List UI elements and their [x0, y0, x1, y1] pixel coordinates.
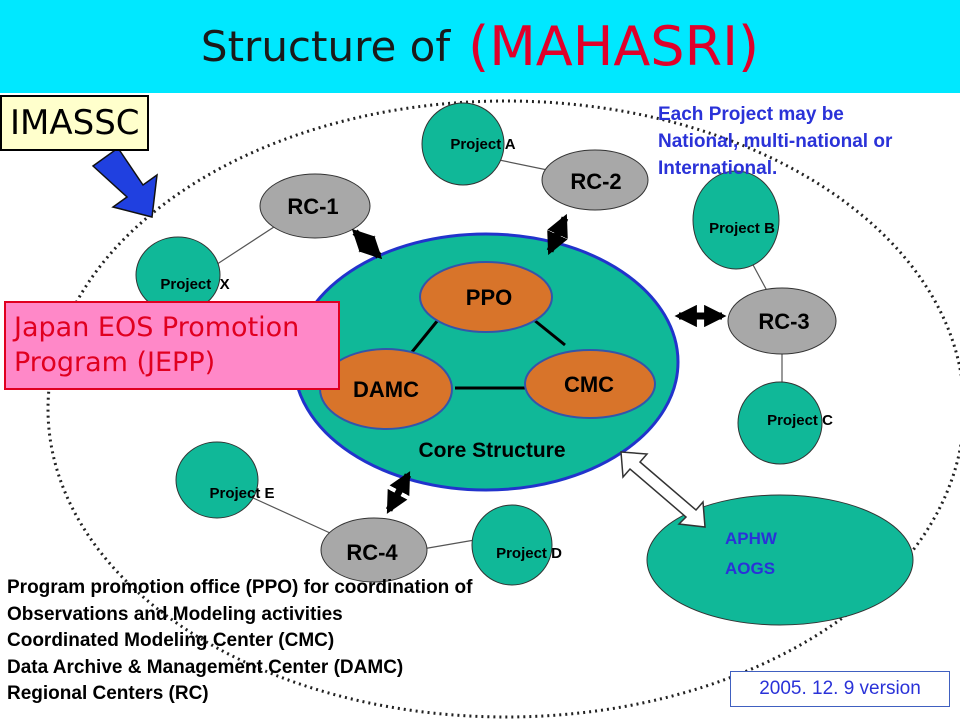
rc-core-arrows [351, 213, 727, 514]
legend-line: Data Archive & Management Center (DAMC) [7, 656, 404, 678]
project-d-label: Project D [496, 545, 562, 562]
imassc-box: IMASSC [0, 95, 149, 151]
title-banner [0, 0, 960, 93]
aphw-link-arrow [620, 451, 706, 528]
project-a-label: Project A [450, 136, 515, 153]
rc-4-label: RC-4 [346, 540, 398, 565]
note-line-2: National, multi-national or [658, 131, 893, 152]
core-structure-label: Core Structure [418, 439, 565, 462]
rc-2-label: RC-2 [570, 169, 621, 194]
jepp-box: Japan EOS Promotion Program (JEPP) [4, 301, 340, 390]
note-line-1: Each Project may be [658, 104, 844, 125]
aogs-label: AOGS [725, 559, 775, 578]
project-e-label: Project E [209, 485, 274, 502]
ppo-node [419, 261, 553, 333]
rc-1-label: RC-1 [287, 194, 338, 219]
cmc-node [524, 349, 656, 419]
project-x: Project X [135, 236, 230, 314]
project-x-label: Project X [160, 276, 229, 293]
rc-1: RC-1 [259, 173, 371, 239]
title-highlight: (MAHASRI) [468, 15, 760, 78]
jepp-line-1: Japan EOS Promotion [14, 312, 300, 343]
project-e: Project E [175, 441, 275, 519]
legend-line: Observations and Modeling activities [7, 603, 343, 625]
project-b: Project B [692, 170, 780, 270]
page-title: Structure of (MAHASRI) [0, 0, 960, 93]
project-a: Project A [421, 102, 516, 186]
rc-2: RC-2 [541, 149, 649, 211]
core-links [410, 318, 566, 390]
cmc-label: CMC [564, 372, 614, 397]
imassc-arrow [91, 146, 158, 218]
legend: Program promotion office (PPO) for coord… [7, 575, 647, 708]
legend-line: Program promotion office (PPO) for coord… [7, 577, 473, 598]
aphw-aogs: APHW AOGS [646, 494, 914, 626]
project-c-label: Project C [767, 412, 833, 429]
project-note: Each Project may be National, multi-nati… [658, 101, 958, 182]
project-c: Project C [737, 381, 833, 465]
legend-line: Regional Centers (RC) [7, 683, 209, 704]
ppo-label: PPO [466, 285, 512, 310]
rc-3: RC-3 [727, 287, 837, 355]
title-prefix: Structure of [200, 22, 451, 71]
rc-3-label: RC-3 [758, 309, 809, 334]
version-label: 2005. 12. 9 version [730, 671, 950, 707]
aphw-label: APHW [725, 529, 778, 548]
jepp-line-2: Program (JEPP) [14, 347, 216, 378]
outer-boundary [46, 99, 960, 719]
note-line-3: International. [658, 158, 778, 179]
project-b-label: Project B [709, 220, 775, 237]
legend-line: Coordinated Modeling Center (CMC) [7, 630, 335, 651]
project-d: Project D [471, 504, 562, 586]
damc-label: DAMC [353, 377, 419, 402]
rc-4: RC-4 [320, 517, 428, 583]
